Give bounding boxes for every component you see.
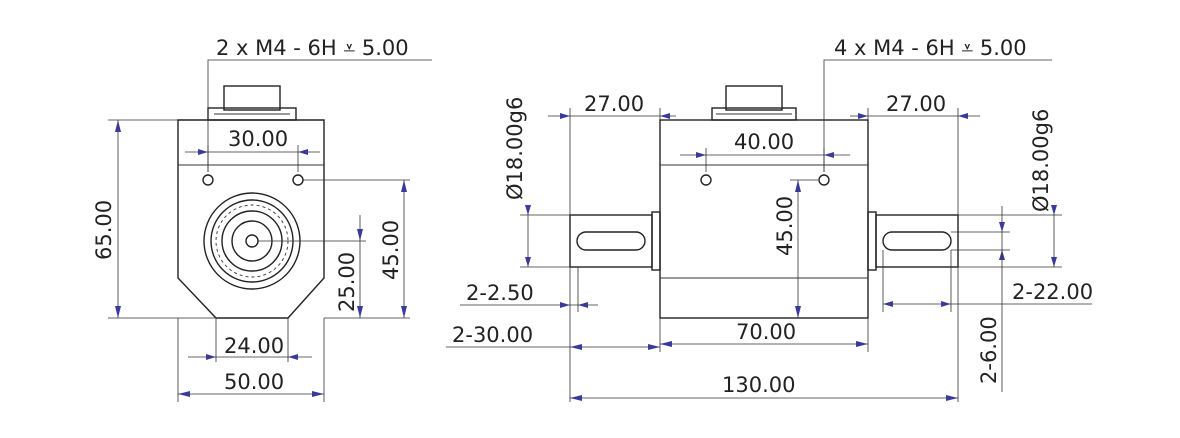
front-thread-label: 2 x M4 - 6H ⩡ 5.00 [216, 36, 409, 60]
side-thread-label: 4 x M4 - 6H ⩡ 5.00 [834, 36, 1027, 60]
side-hole-spacing-label: 40.00 [734, 130, 794, 154]
left-shaft-length-dim: 27.00 [548, 92, 676, 215]
shoulder-label: 2-2.50 [466, 281, 534, 305]
side-hole-spacing-dim: 40.00 [680, 130, 850, 172]
shaft-total-dim: 2-30.00 [446, 312, 661, 402]
front-hole-spacing-dim: 30.00 [185, 127, 320, 172]
left-shaft-dia-label: Ø18.00g6 [503, 97, 527, 200]
left-shoulder [651, 211, 661, 271]
front-height-dim: 65.00 [92, 119, 216, 319]
right-shoulder [867, 211, 877, 271]
side-hole-height-label: 45.00 [773, 196, 797, 256]
keyway-width-label: 2-6.00 [977, 316, 1001, 384]
left-shaft-length-label: 27.00 [584, 92, 644, 116]
right-shaft [875, 214, 959, 268]
front-height-label: 65.00 [92, 200, 116, 260]
front-bottom-width-label: 24.00 [224, 334, 284, 358]
side-hole-height-dim: 45.00 [773, 179, 818, 318]
body-length-dim: 70.00 [660, 318, 869, 352]
right-shaft-dia-dim: Ø18.00g6 [958, 109, 1062, 268]
front-bottom-width-dim: 24.00 [188, 318, 312, 362]
body-length-label: 70.00 [736, 320, 796, 344]
front-hole-left [202, 174, 214, 186]
right-shaft-length-dim: 27.00 [850, 92, 980, 215]
front-width-dim: 50.00 [177, 318, 325, 402]
front-view [177, 85, 325, 319]
total-length-dim: 130.00 [570, 267, 959, 402]
side-thread-callout: 4 x M4 - 6H ⩡ 5.00 [823, 36, 1052, 172]
front-hole-right [292, 174, 304, 186]
front-hole-spacing-label: 30.00 [228, 127, 288, 151]
right-keyway [882, 231, 952, 251]
side-connector [725, 85, 783, 111]
side-view [569, 85, 959, 319]
left-keyway [576, 231, 646, 251]
right-shaft-length-label: 27.00 [886, 92, 946, 116]
keyway-length-label: 2-22.00 [1012, 280, 1093, 304]
front-thread-callout: 2 x M4 - 6H ⩡ 5.00 [207, 36, 432, 172]
front-shaft-height-label: 25.00 [335, 252, 359, 312]
front-width-label: 50.00 [224, 370, 284, 394]
right-shaft-dia-label: Ø18.00g6 [1029, 109, 1053, 212]
left-shaft-dia-dim: Ø18.00g6 [503, 97, 570, 268]
total-length-label: 130.00 [722, 373, 795, 397]
front-connector [223, 85, 281, 111]
front-hole-height-dim: 45.00 [303, 179, 410, 319]
shoulder-dim: 2-2.50 [460, 267, 598, 312]
left-shaft [569, 214, 653, 268]
shaft-total-label: 2-30.00 [452, 323, 533, 347]
keyway-width-dim: 2-6.00 [951, 206, 1010, 392]
front-shaft-height-dim: 25.00 [258, 215, 366, 318]
side-hole-right [818, 174, 830, 186]
side-hole-left [700, 174, 712, 186]
keyway-length-dim: 2-22.00 [882, 250, 1093, 312]
front-hole-height-label: 45.00 [379, 220, 403, 280]
